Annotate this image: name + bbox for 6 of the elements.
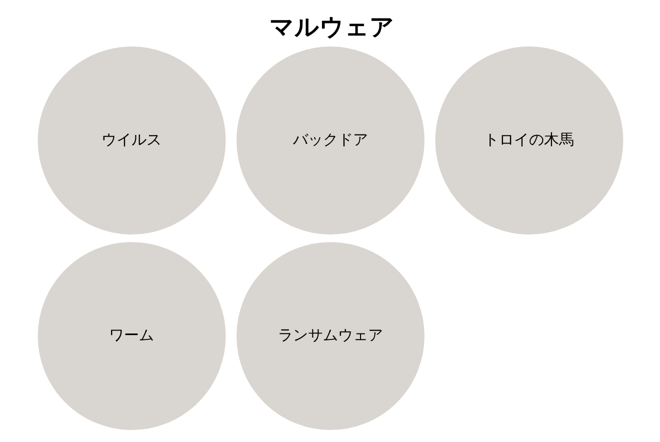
node-circle: ワーム <box>37 242 226 430</box>
node-circle: バックドア <box>236 46 424 234</box>
node-circle: トロイの木馬 <box>434 46 623 234</box>
node-circle: ランサムウェア <box>236 242 424 430</box>
diagram-title: マルウェア <box>268 12 394 41</box>
node-circle: ウイルス <box>37 46 226 234</box>
